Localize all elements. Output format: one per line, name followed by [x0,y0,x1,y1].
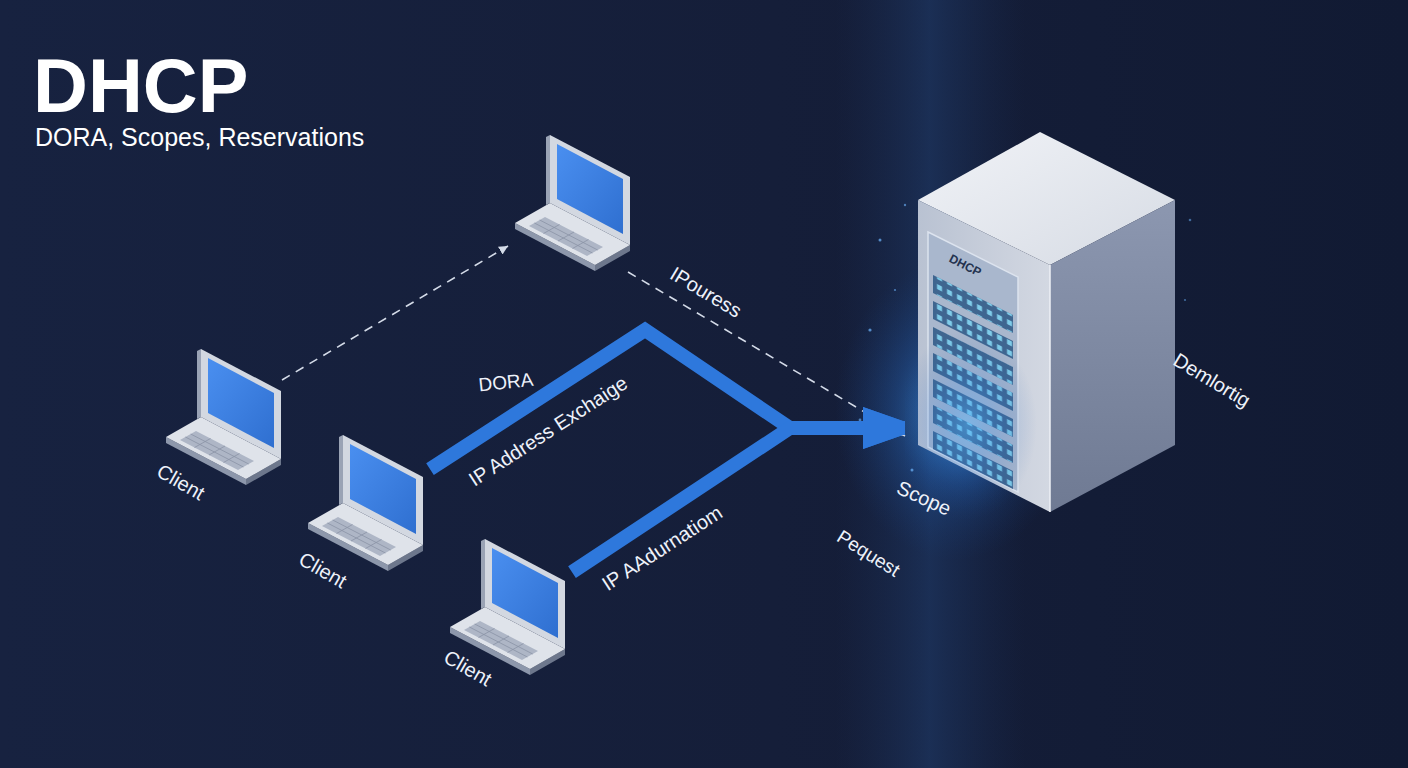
dhcp-server: DHCP [905,125,1180,520]
client-laptop: Client [290,432,430,597]
sparkle [1184,299,1186,301]
sparkle [868,328,871,331]
laptop-illustration [515,135,630,271]
sparkle [904,204,906,206]
node-label: Client [153,460,208,505]
client-laptop: Client [432,536,572,701]
node-label: Client [295,548,350,593]
dashed-arrow [628,272,905,436]
node-shape [905,125,1180,520]
sparkle [894,289,896,291]
client-laptop: Client [148,346,288,511]
annotation-label: IPouress [667,262,746,322]
node-shape-art [897,132,1175,520]
sparkle [859,419,862,422]
node-shape-art [308,435,423,571]
subtitle: DORA, Scopes, Reservations [35,124,364,152]
annotation-label: DORA [478,370,535,397]
diagram-title: DHCP [33,44,248,128]
node-shape [308,435,428,575]
node-shape [166,349,286,489]
sparkle [879,239,882,242]
annotation-label: Pequest [833,527,903,582]
annotation-label: Scope [894,476,955,519]
node-shape-art [166,349,281,485]
connector-label: IP AAdurnatiom [598,501,726,595]
dashed-arrow [282,246,508,380]
annotation-label: Demlortig [1170,349,1255,412]
sparkle [1189,219,1192,222]
